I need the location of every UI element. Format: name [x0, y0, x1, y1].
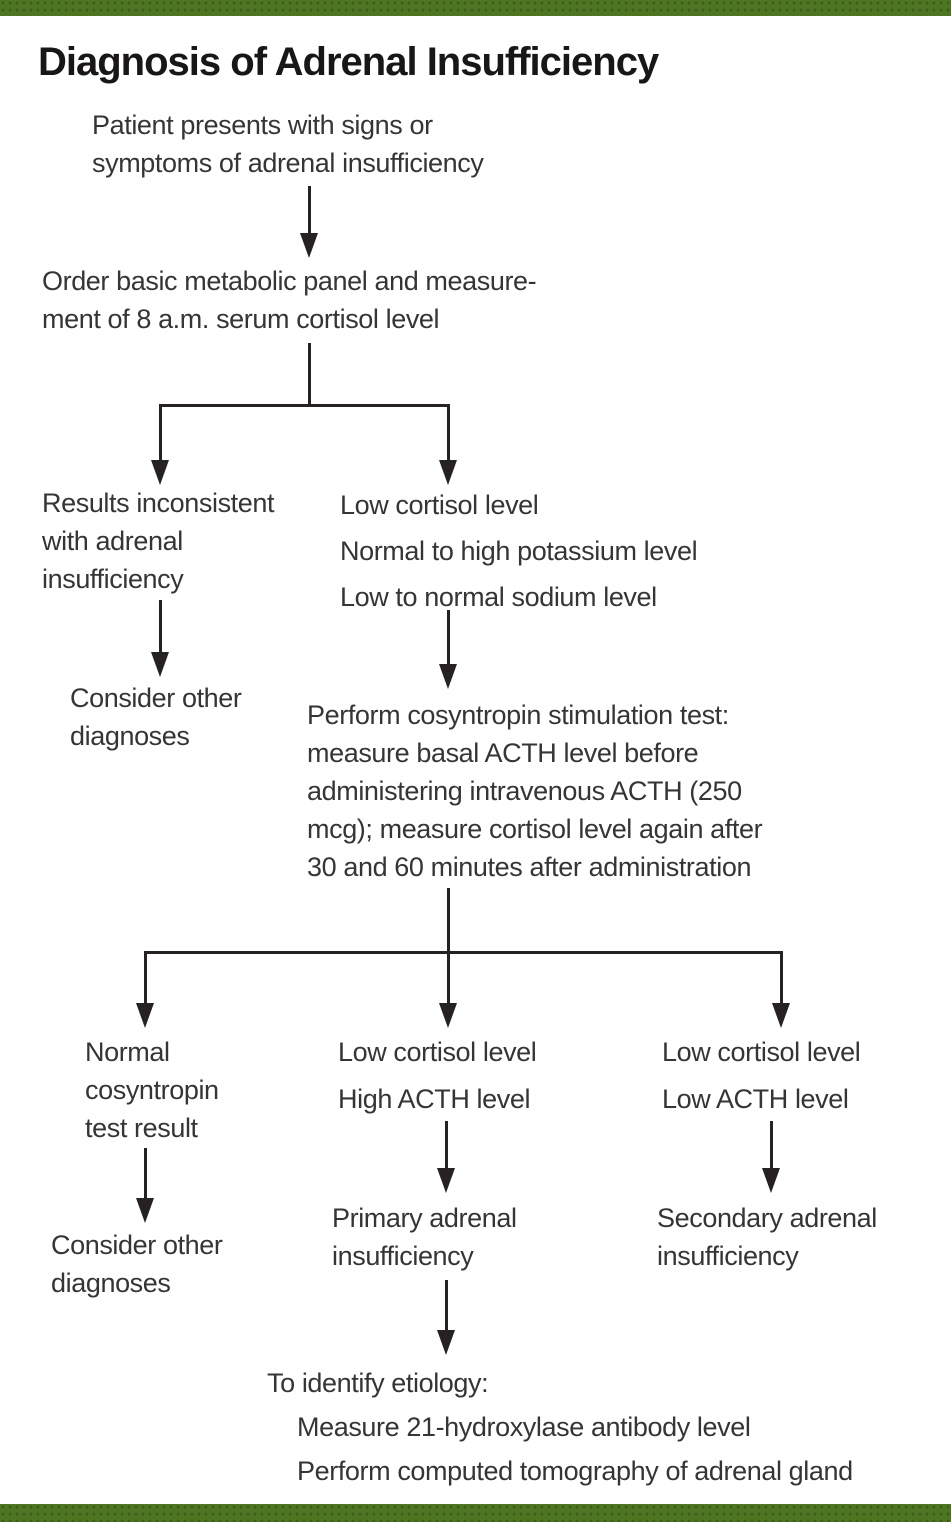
node-text-line: Measure 21-hydroxylase antibody level — [297, 1412, 751, 1442]
node-primary-adrenal-insufficiency: Primary adrenal insufficiency — [332, 1199, 517, 1275]
node-text-line: insufficiency — [657, 1241, 799, 1271]
node-order-panel: Order basic metabolic panel and measure-… — [42, 262, 537, 338]
bottom-accent-bar — [0, 1504, 951, 1522]
top-accent-bar — [0, 0, 951, 16]
node-text-line: Perform cosyntropin stimulation test: — [307, 700, 729, 730]
node-low-cortisol-low-acth: Low cortisol level Low ACTH level — [662, 1029, 861, 1123]
node-text-line: administering intravenous ACTH (250 — [307, 776, 742, 806]
node-text-line: measure basal ACTH level before — [307, 738, 699, 768]
connector-order-split-horizontal — [159, 404, 450, 407]
node-low-cortisol-high-acth: Low cortisol level High ACTH level — [338, 1029, 537, 1123]
arrowhead-icon — [437, 1168, 455, 1193]
connector-cosyntropin-split-stem — [447, 888, 450, 1004]
arrowhead-icon — [136, 1198, 154, 1223]
node-text-line: Normal to high potassium level — [340, 536, 698, 566]
connector-order-split-stem — [308, 343, 311, 406]
node-text-line: Low ACTH level — [662, 1084, 849, 1114]
node-abnormal-labs: Low cortisol level Normal to high potass… — [340, 482, 698, 620]
node-text-line: Results inconsistent — [42, 488, 275, 518]
arrowhead-icon — [772, 1003, 790, 1028]
connector-cosyntropin-split-horizontal — [144, 951, 783, 954]
node-text-line: insufficiency — [42, 564, 184, 594]
node-results-inconsistent: Results inconsistent with adrenal insuff… — [42, 484, 275, 598]
node-text-line: test result — [85, 1113, 198, 1143]
node-text-line: insufficiency — [332, 1241, 474, 1271]
connector-highacth-to-primary — [445, 1121, 448, 1169]
page-title: Diagnosis of Adrenal Insufficiency — [38, 40, 659, 84]
connector-normal-to-consider — [144, 1148, 147, 1199]
node-text-line: Normal — [85, 1037, 170, 1067]
arrowhead-icon — [300, 233, 318, 258]
node-patient-presents: Patient presents with signs or symptoms … — [92, 106, 484, 182]
arrowhead-icon — [439, 664, 457, 689]
arrowhead-icon — [151, 652, 169, 677]
connector-lowacth-to-secondary — [770, 1121, 773, 1169]
node-text-line: Low cortisol level — [338, 1037, 537, 1067]
connector-split1-right-drop — [447, 404, 450, 462]
node-text-line: ment of 8 a.m. serum cortisol level — [42, 304, 440, 334]
connector-primary-to-etiology — [445, 1280, 448, 1331]
arrowhead-icon — [762, 1168, 780, 1193]
node-text-line: 30 and 60 minutes after administration — [307, 852, 752, 882]
arrowhead-icon — [151, 460, 169, 485]
node-consider-other-diagnoses-1: Consider other diagnoses — [70, 679, 242, 755]
node-text-line: Low cortisol level — [340, 490, 539, 520]
arrowhead-icon — [439, 1003, 457, 1028]
connector-split2-left-drop — [144, 951, 147, 1004]
node-text-line: Consider other — [51, 1230, 223, 1260]
node-text-line: mcg); measure cortisol level again after — [307, 814, 763, 844]
node-secondary-adrenal-insufficiency: Secondary adrenal insufficiency — [657, 1199, 877, 1275]
node-identify-etiology: To identify etiology: Measure 21-hydroxy… — [267, 1361, 853, 1493]
node-text-line: High ACTH level — [338, 1084, 531, 1114]
node-text-line: Perform computed tomography of adrenal g… — [297, 1456, 853, 1486]
node-text-line: diagnoses — [70, 721, 190, 751]
node-text-line: symptoms of adrenal insufficiency — [92, 148, 484, 178]
node-text-line: Consider other — [70, 683, 242, 713]
node-text-line: Order basic metabolic panel and measure- — [42, 266, 537, 296]
node-text-line: Low cortisol level — [662, 1037, 861, 1067]
arrowhead-icon — [437, 1330, 455, 1355]
arrowhead-icon — [439, 460, 457, 485]
node-consider-other-diagnoses-2: Consider other diagnoses — [51, 1226, 223, 1302]
node-text-line: Primary adrenal — [332, 1203, 517, 1233]
connector-inconsistent-to-consider — [159, 600, 162, 654]
node-text-line: with adrenal — [42, 526, 183, 556]
connector-labs-to-cosyntropin — [447, 610, 450, 666]
connector-patient-to-order — [308, 186, 311, 236]
node-text-line: cosyntropin — [85, 1075, 219, 1105]
node-text-line: diagnoses — [51, 1268, 171, 1298]
node-text-line: Low to normal sodium level — [340, 582, 657, 612]
node-text-line: Patient presents with signs or — [92, 110, 433, 140]
connector-split1-left-drop — [159, 404, 162, 462]
node-cosyntropin-test: Perform cosyntropin stimulation test: me… — [307, 696, 763, 886]
connector-split2-right-drop — [780, 951, 783, 1004]
arrowhead-icon — [136, 1003, 154, 1028]
node-normal-cosyntropin-result: Normal cosyntropin test result — [85, 1033, 219, 1147]
node-text-line: Secondary adrenal — [657, 1203, 877, 1233]
node-text-line: To identify etiology: — [267, 1368, 489, 1398]
